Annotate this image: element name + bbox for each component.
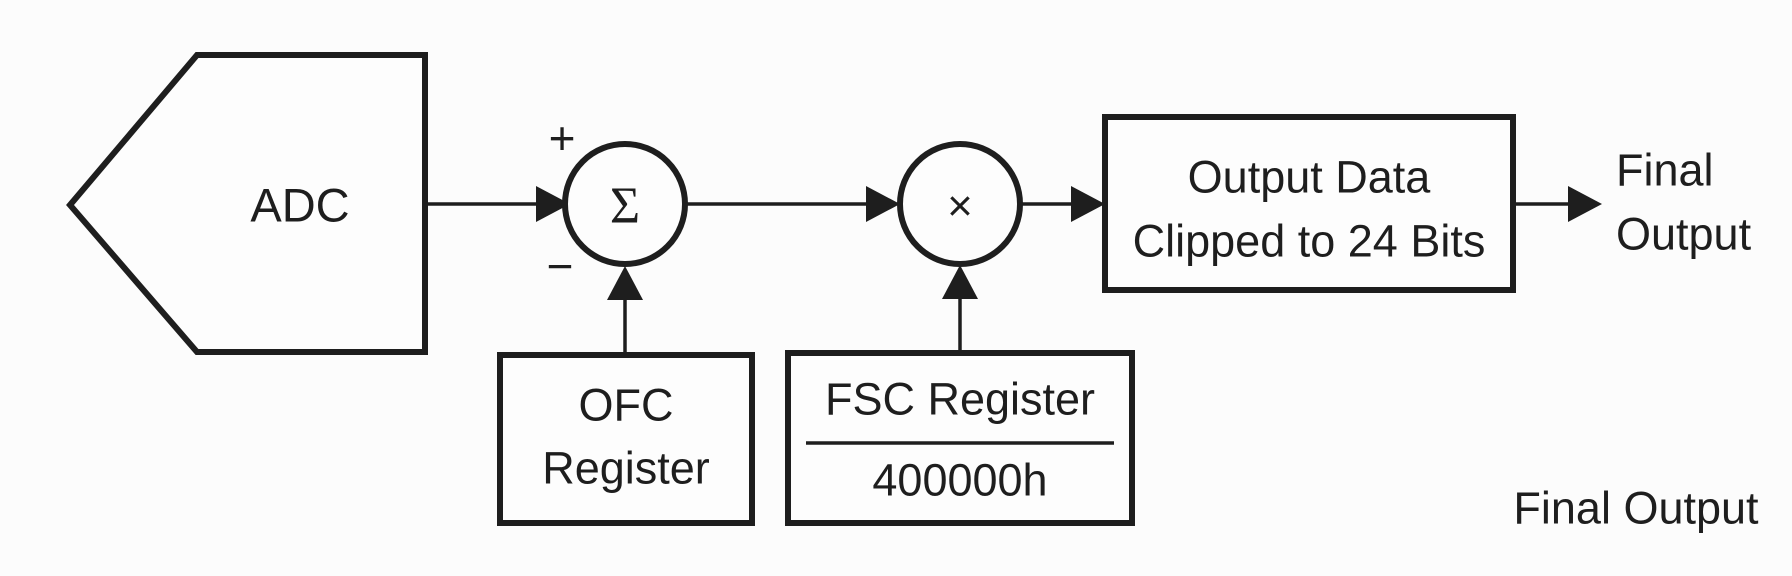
arrowhead-icon bbox=[942, 265, 978, 299]
wire-fsc-to-multiplier bbox=[942, 265, 978, 353]
fsc-register-denominator: 400000h bbox=[872, 455, 1047, 506]
ofc-register-box bbox=[497, 352, 755, 526]
plus-sign-label: + bbox=[549, 112, 576, 164]
fsc-register-numerator: FSC Register bbox=[825, 374, 1095, 425]
ofc-register-label-line2: Register bbox=[542, 443, 710, 494]
wire-output-to-final bbox=[1513, 186, 1602, 222]
wire-ofc-to-summer bbox=[607, 266, 643, 355]
adc-block bbox=[66, 52, 428, 355]
multiply-label: × bbox=[947, 182, 973, 231]
arrowhead-icon bbox=[1568, 186, 1602, 222]
arrowhead-icon bbox=[536, 186, 570, 222]
adc-label: ADC bbox=[250, 179, 349, 232]
wire-summer-to-multiplier bbox=[685, 186, 900, 222]
arrowhead-icon bbox=[1071, 186, 1105, 222]
final-output-label-line1: Final bbox=[1616, 145, 1714, 196]
arrowhead-icon bbox=[607, 266, 643, 300]
output-data-label-line2: Clipped to 24 Bits bbox=[1133, 216, 1486, 267]
ofc-register-label-line1: OFC bbox=[579, 380, 674, 431]
caption-final-output: Final Output bbox=[1513, 483, 1759, 534]
output-data-label-line1: Output Data bbox=[1188, 152, 1432, 203]
fsc-register-box bbox=[785, 350, 1135, 526]
arrowhead-icon bbox=[866, 186, 900, 222]
final-output-label-line2: Output bbox=[1616, 209, 1752, 260]
minus-sign-label: − bbox=[547, 240, 574, 292]
wire-multiplier-to-output bbox=[1020, 186, 1105, 222]
sigma-label: Σ bbox=[610, 178, 640, 235]
wire-adc-to-summer bbox=[425, 186, 570, 222]
